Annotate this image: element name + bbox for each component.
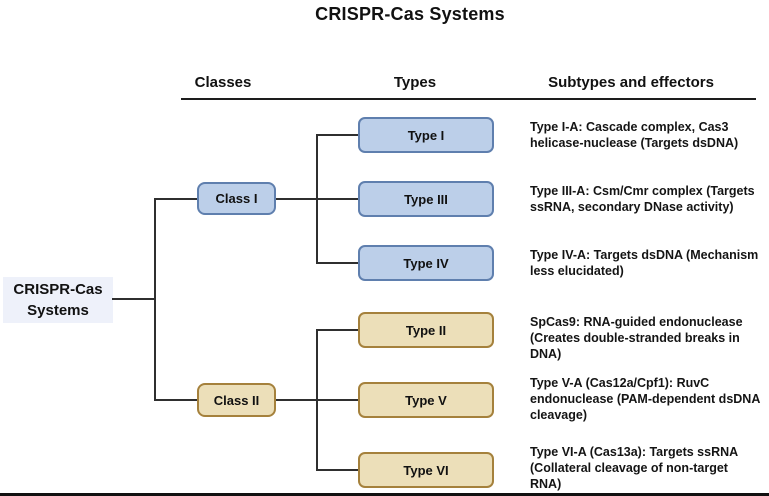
image-bottom-border <box>0 493 769 496</box>
connector-branch-type1 <box>316 134 359 136</box>
description-type-1: Type I-A: Cascade complex, Cas3 helicase… <box>530 120 739 150</box>
type-node-type-4: Type IV <box>358 245 494 281</box>
type-node-type-6: Type VI <box>358 452 494 488</box>
connector-class1-out <box>275 198 317 200</box>
connector-branch-class2 <box>154 399 198 401</box>
connector-branch-type3 <box>316 198 359 200</box>
connector-branch-type5 <box>316 399 359 401</box>
column-header-classes: Classes <box>194 74 252 91</box>
description-type-2: SpCas9: RNA-guided endonuclease (Creates… <box>530 315 743 361</box>
description-type-3: Type III-A: Csm/Cmr complex (Targets ssR… <box>530 184 755 214</box>
column-header-types: Types <box>393 74 437 91</box>
description-type-5: Type V-A (Cas12a/Cpf1): RuvC endonucleas… <box>530 376 760 422</box>
root-label-line2: Systems <box>27 302 89 319</box>
column-header-subtypes: Subtypes and effectors <box>548 74 714 91</box>
class-node-class-2: Class II <box>197 383 276 417</box>
type-node-type-2: Type II <box>358 312 494 348</box>
type-node-type-3: Type III <box>358 181 494 217</box>
header-rule-line <box>181 98 756 100</box>
description-type-6: Type VI-A (Cas13a): Targets ssRNA (Colla… <box>530 445 738 491</box>
connector-branch-class1 <box>154 198 198 200</box>
connector-classes-trunk <box>154 198 156 401</box>
root-label-line1: CRISPR-Cas <box>13 281 103 298</box>
connector-class2-out <box>275 399 317 401</box>
connector-branch-type6 <box>316 469 359 471</box>
connector-branch-type4 <box>316 262 359 264</box>
description-type-4: Type IV-A: Targets dsDNA (Mechanism less… <box>530 248 759 278</box>
connector-branch-type2 <box>316 329 359 331</box>
connector-root-stub <box>112 298 155 300</box>
type-node-type-5: Type V <box>358 382 494 418</box>
page-title: CRISPR-Cas Systems <box>315 4 505 24</box>
type-node-type-1: Type I <box>358 117 494 153</box>
root-node-crispr-cas-systems: CRISPR-Cas Systems <box>3 277 113 323</box>
class-node-class-1: Class I <box>197 182 276 215</box>
